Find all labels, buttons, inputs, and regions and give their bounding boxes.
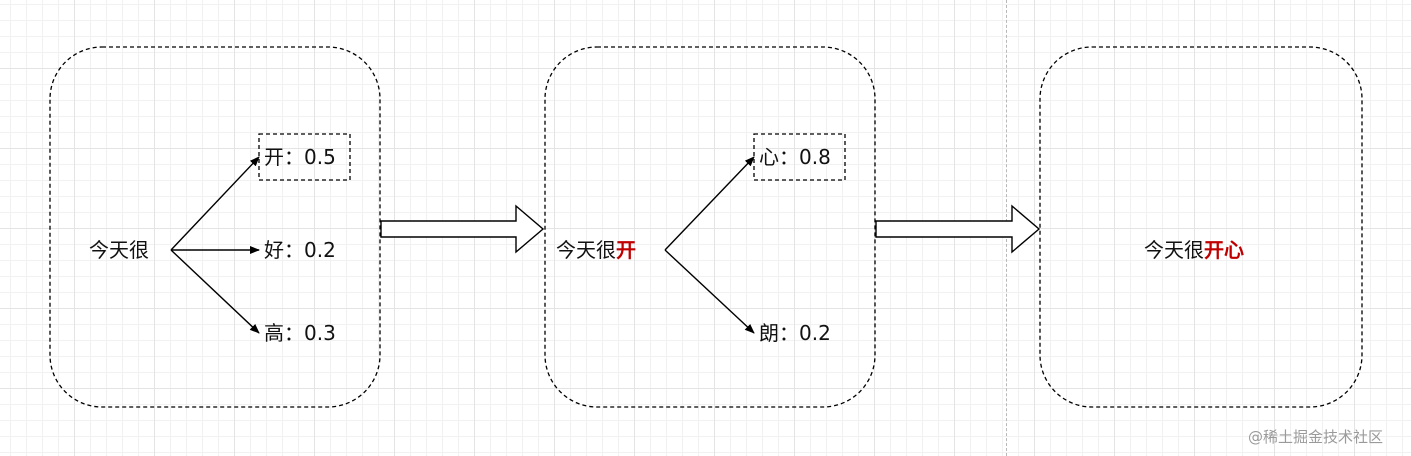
candidate-prob: 0.2: [304, 238, 336, 262]
stage1-selected-box: [258, 133, 351, 181]
candidate-char: 好: [264, 238, 284, 262]
stage2-context-text: 今天很: [556, 238, 616, 262]
stage2-arrow-to-candidate-1: [664, 156, 755, 251]
candidate-prob: 0.5: [304, 145, 336, 169]
candidate-char: 心: [759, 145, 779, 169]
stage1-candidate-1: 开：0.5: [264, 145, 336, 169]
block-arrow-stage2-to-stage3: [875, 204, 1041, 254]
candidate-prob: 0.3: [304, 321, 336, 345]
stage2-box: [544, 46, 876, 408]
stage3-context-text: 今天很: [1144, 238, 1204, 262]
candidate-sep: ：: [779, 145, 799, 169]
stage1-arrow-to-candidate-3: [170, 249, 260, 334]
stage1-context: 今天很: [89, 238, 149, 262]
stage2-arrow-to-candidate-2: [664, 249, 755, 334]
candidate-prob: 0.8: [799, 145, 831, 169]
watermark: @稀土掘金技术社区: [1248, 428, 1384, 446]
candidate-char: 朗: [759, 321, 779, 345]
stage1-arrow-to-candidate-1: [170, 156, 260, 251]
candidate-char: 高: [264, 321, 284, 345]
candidate-sep: ：: [779, 321, 799, 345]
candidate-char: 开: [264, 145, 284, 169]
stage2-context-highlight: 开: [616, 238, 636, 262]
block-arrow-stage1-to-stage2: [380, 204, 545, 254]
stage1-candidate-3: 高：0.3: [264, 321, 336, 345]
stage1-candidate-2: 好：0.2: [264, 238, 336, 262]
stage2-candidate-1: 心：0.8: [759, 145, 831, 169]
candidate-sep: ：: [284, 145, 304, 169]
candidate-sep: ：: [284, 238, 304, 262]
stage2-selected-box: [753, 133, 846, 181]
stage1-context-text: 今天很: [89, 238, 149, 262]
stage3-context: 今天很开心: [1144, 238, 1244, 262]
stage3-context-highlight: 开心: [1204, 238, 1244, 262]
candidate-prob: 0.2: [799, 321, 831, 345]
stage1-box: [49, 46, 381, 408]
stage2-candidate-2: 朗：0.2: [759, 321, 831, 345]
candidate-sep: ：: [284, 321, 304, 345]
stage3-box: [1039, 46, 1363, 408]
stage2-context: 今天很开: [556, 238, 636, 262]
